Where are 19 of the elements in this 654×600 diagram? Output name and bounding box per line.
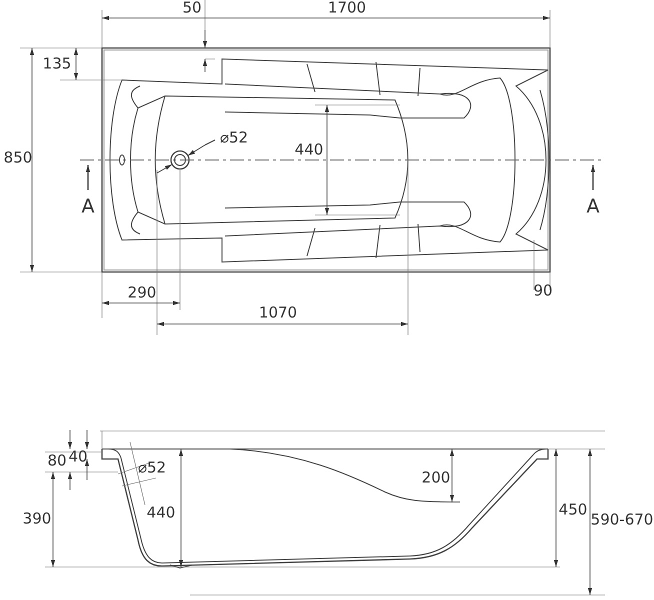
dimension-value: 90	[533, 284, 553, 298]
dimension-value: 40	[68, 450, 88, 464]
dimension-value: 590-670	[590, 512, 654, 528]
dimension-value: 1070	[258, 306, 298, 320]
dimension-value: 440	[294, 142, 324, 158]
dimension-value: 390	[22, 512, 52, 526]
diameter-value: ⌀52	[138, 460, 166, 476]
section-mark: A	[82, 198, 94, 216]
dimension-value: 850	[4, 150, 32, 166]
dimension-value: 80	[47, 454, 67, 468]
dimension-value: 200	[422, 470, 450, 486]
dimension-value: 440	[146, 506, 176, 520]
dimension-value: 135	[42, 56, 72, 72]
dimension-value: 290	[128, 286, 156, 300]
dimension-value: 450	[558, 502, 588, 518]
dimension-value: 1700	[328, 0, 366, 16]
section-mark: A	[586, 198, 600, 216]
dimension-value: 50	[182, 0, 202, 16]
diameter-value: ⌀52	[220, 130, 248, 146]
